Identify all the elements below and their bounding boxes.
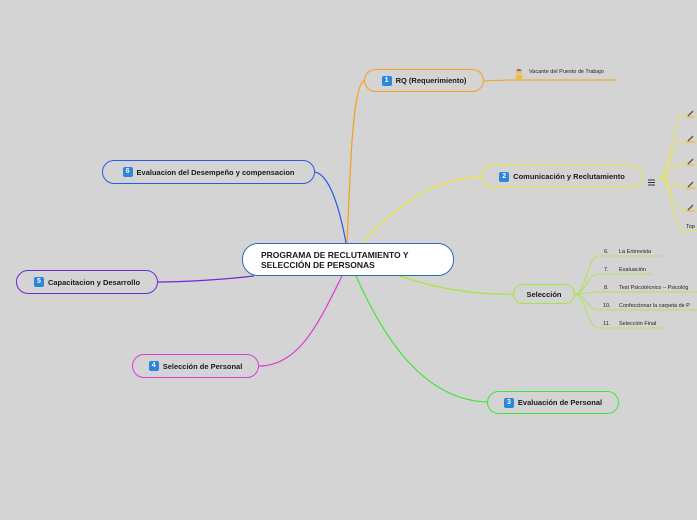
- number-3-icon: 3: [503, 397, 514, 408]
- seleccion-item-label[interactable]: La Entrevista: [619, 249, 652, 255]
- topic-comunicacion[interactable]: 2 Comunicación y Reclutamiento: [481, 165, 643, 188]
- number-6-icon: 6: [122, 167, 133, 177]
- pencil-doc-icon: [686, 154, 695, 166]
- seleccion-item-num: 6.: [604, 249, 609, 255]
- topic-rq-label: RQ (Requerimiento): [395, 76, 467, 85]
- seleccion-item-label[interactable]: Test Psicotécnico – Psicológ: [619, 285, 689, 291]
- topic-evaluacion-desempeno[interactable]: 6 Evaluacion del Desempeño y compensacio…: [102, 160, 315, 184]
- seleccion-item-label[interactable]: Evaluación: [619, 267, 646, 273]
- topic-seleccion-personal-label: Selección de Personal: [162, 361, 243, 371]
- pencil-doc-icon: [686, 106, 695, 118]
- topic-rq[interactable]: 1 RQ (Requerimiento): [364, 69, 484, 92]
- topic-evaluacion-label: Evaluación de Personal: [517, 398, 603, 407]
- seleccion-item-label[interactable]: Confeccionar la carpeta de P: [619, 303, 690, 309]
- central-topic-line2: SELECCIÓN DE PERSONAS: [261, 259, 375, 270]
- subtopic-top[interactable]: Top: [686, 224, 695, 230]
- number-5-icon: 5: [33, 277, 44, 287]
- number-4-icon: 4: [148, 361, 159, 371]
- central-topic[interactable]: PROGRAMA DE RECLUTAMIENTO Y SELECCIÓN DE…: [242, 243, 454, 276]
- topic-evaluacion-personal[interactable]: 3 Evaluación de Personal: [487, 391, 619, 414]
- topic-seleccion[interactable]: Selección: [513, 284, 575, 304]
- seleccion-item-num: 8.: [604, 285, 609, 291]
- seleccion-item-label[interactable]: Selección Final: [619, 321, 657, 327]
- pencil-doc-icon: [686, 200, 695, 212]
- number-1-icon: 1: [381, 75, 392, 86]
- central-topic-line1: PROGRAMA DE RECLUTAMIENTO Y: [261, 249, 409, 260]
- pencil-doc-icon: [686, 177, 695, 189]
- topic-capacitacion-label: Capacitacion y Desarrollo: [47, 277, 141, 287]
- seleccion-item-num: 11.: [603, 321, 611, 327]
- seleccion-item-num: 10.: [603, 303, 611, 309]
- topic-evaluacion-desempeno-label: Evaluacion del Desempeño y compensacion: [136, 167, 295, 177]
- subtopic-vacante[interactable]: Vacante del Puesto de Trabajo: [529, 69, 604, 75]
- seleccion-item-num: 7.: [604, 267, 609, 273]
- topic-seleccion-personal[interactable]: 4 Selección de Personal: [132, 354, 259, 378]
- list-icon[interactable]: [648, 173, 656, 186]
- person-icon: [514, 66, 524, 79]
- topic-capacitacion[interactable]: 5 Capacitacion y Desarrollo: [16, 270, 158, 294]
- topic-seleccion-label: Selección: [526, 289, 562, 299]
- topic-comunicacion-label: Comunicación y Reclutamiento: [513, 172, 625, 181]
- number-2-icon: 2: [499, 171, 510, 182]
- pencil-doc-icon: [686, 131, 695, 143]
